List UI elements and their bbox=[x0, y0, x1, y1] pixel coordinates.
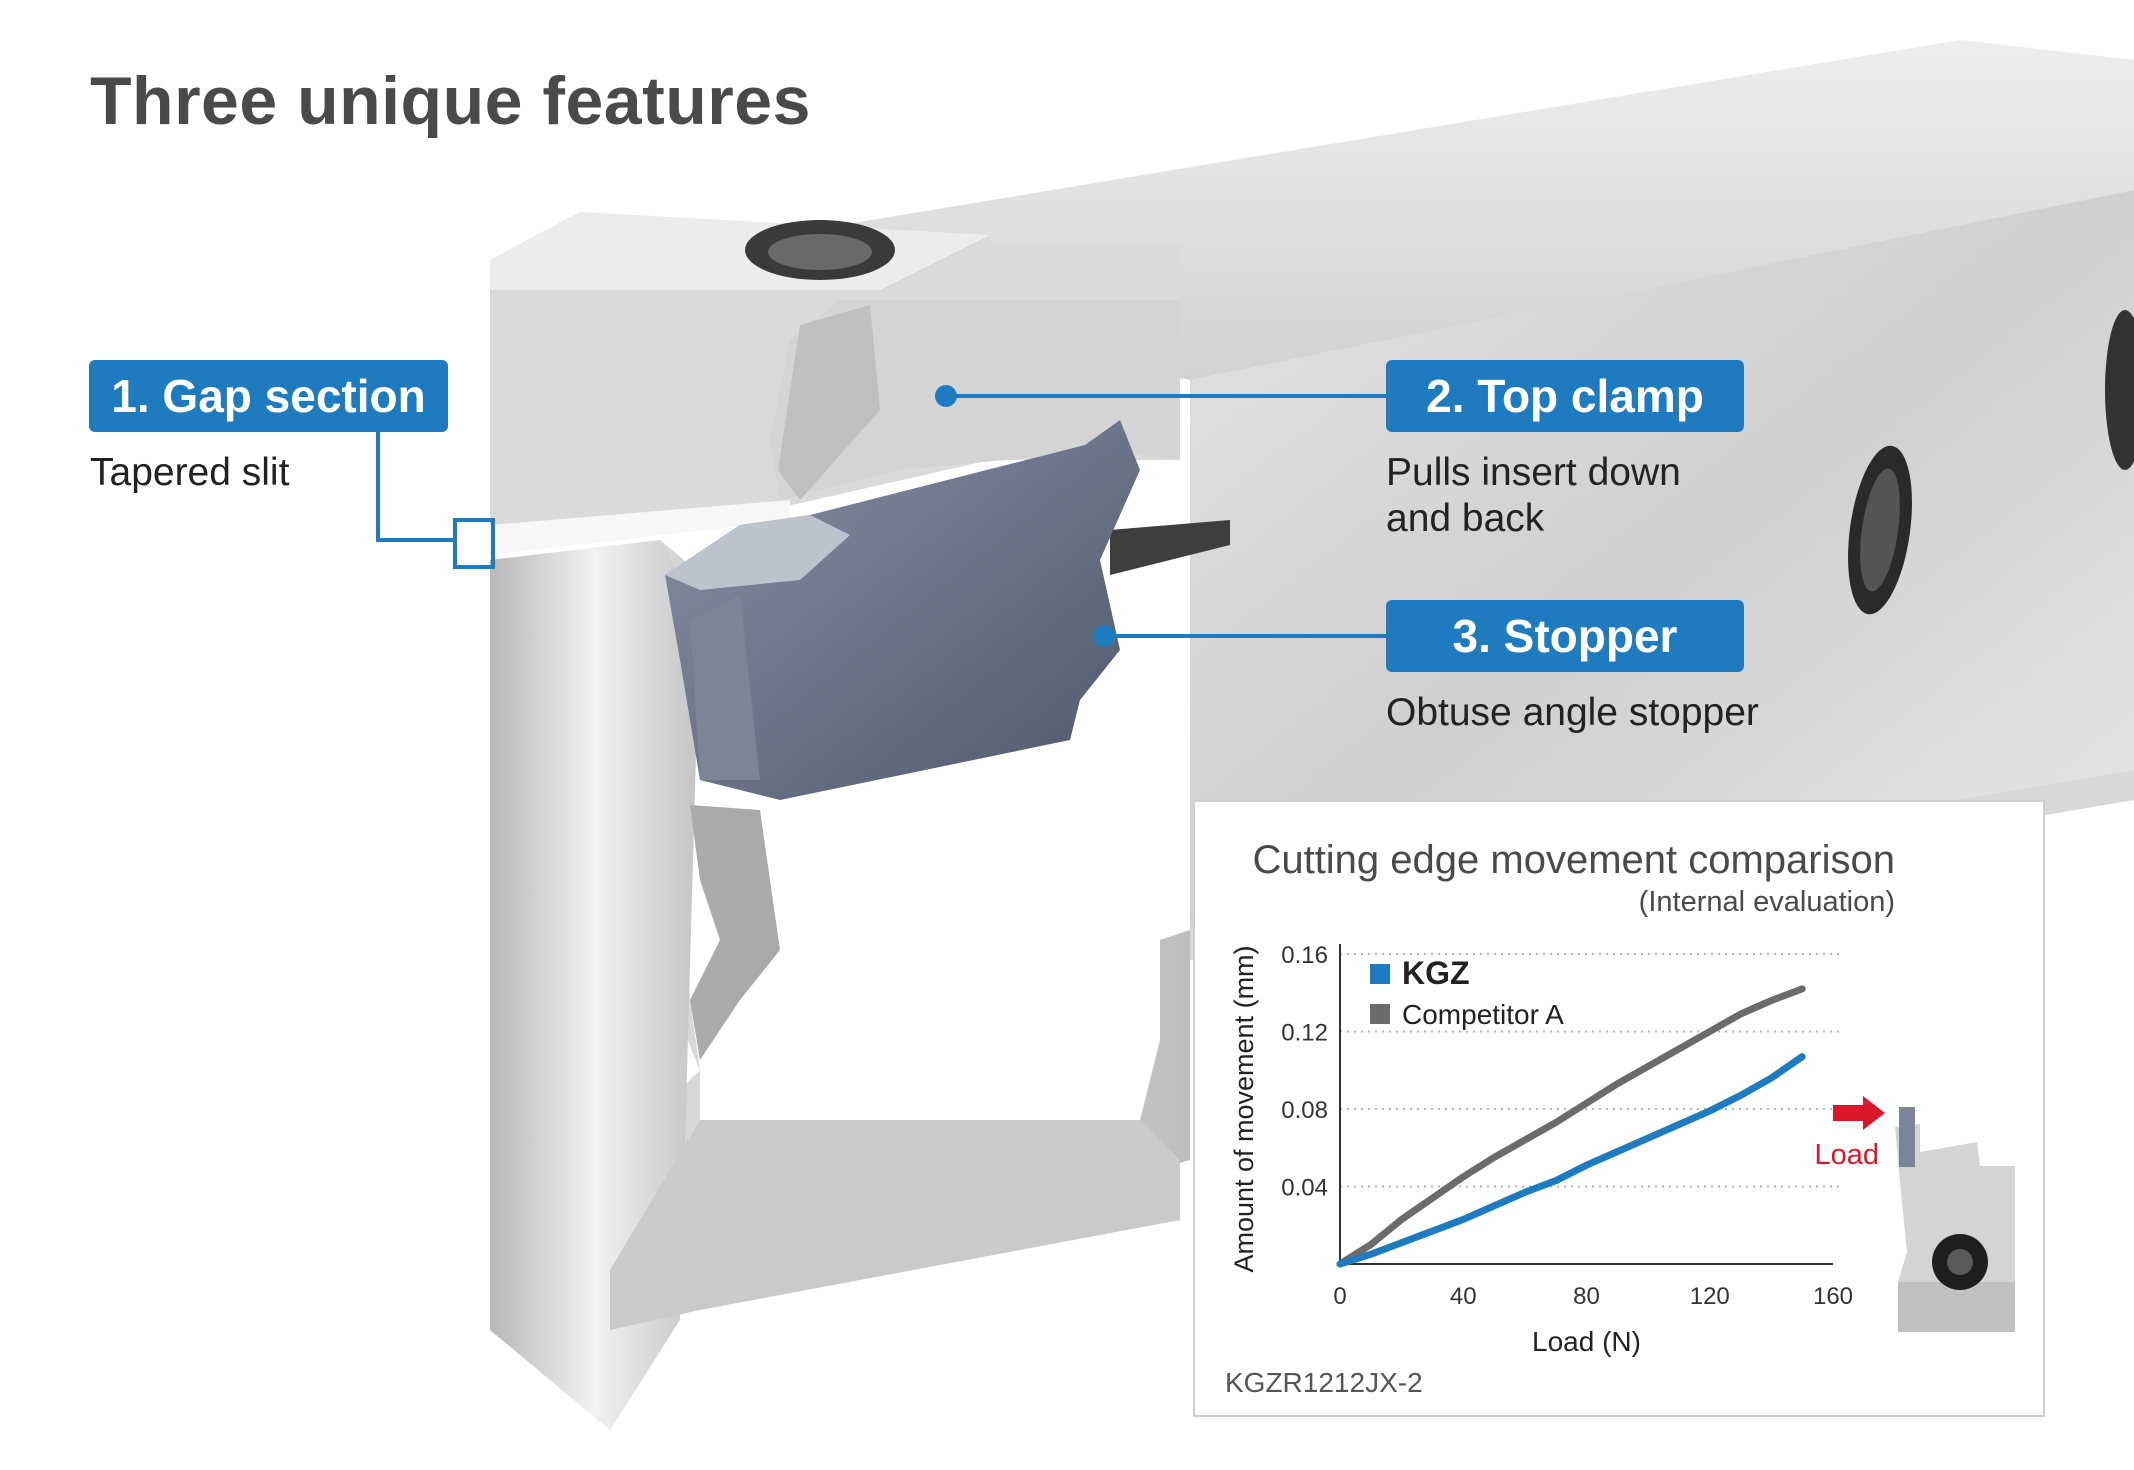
mini-holder-body bbox=[1895, 1124, 2015, 1332]
legend-swatch bbox=[1370, 1004, 1390, 1024]
load-label: Load bbox=[1814, 1139, 1879, 1171]
x-tick-label: 80 bbox=[1573, 1283, 1600, 1310]
mini-holder-base bbox=[1898, 1282, 2015, 1332]
series-line-competitor-a bbox=[1336, 985, 1806, 1268]
mini-insert bbox=[1899, 1107, 1915, 1167]
stopper-description: Obtuse angle stopper bbox=[1386, 691, 1759, 734]
top-clamp-description-line1: Pulls insert down bbox=[1386, 451, 1681, 494]
x-tick-label: 40 bbox=[1450, 1283, 1477, 1310]
chart-subtitle: (Internal evaluation) bbox=[1638, 886, 1895, 918]
y-tick-label: 0.12 bbox=[1281, 1020, 1328, 1047]
callout-stopper: 3. Stopper bbox=[1386, 600, 1744, 672]
y-axis-label: Amount of movement (mm) bbox=[1229, 945, 1259, 1272]
top-clamp-description: Pulls insert down and back bbox=[1386, 450, 1681, 542]
load-arrow-icon bbox=[1833, 1096, 1885, 1130]
x-axis-label: Load (N) bbox=[1532, 1326, 1641, 1357]
y-tick-label: 0.16 bbox=[1281, 942, 1328, 969]
comparison-panel: Cutting edge movement comparison (Intern… bbox=[1193, 800, 2045, 1417]
page-title: Three unique features bbox=[90, 63, 811, 139]
callout-top-clamp: 2. Top clamp bbox=[1386, 360, 1744, 432]
legend-swatch bbox=[1370, 964, 1390, 984]
x-tick-label: 0 bbox=[1333, 1283, 1346, 1310]
model-number: KGZR1212JX-2 bbox=[1225, 1367, 1423, 1398]
x-tick-label: 120 bbox=[1690, 1283, 1730, 1310]
y-tick-label: 0.04 bbox=[1281, 1175, 1328, 1202]
y-tick-label: 0.08 bbox=[1281, 1097, 1328, 1124]
legend-label: KGZ bbox=[1402, 955, 1470, 991]
x-tick-label: 160 bbox=[1813, 1283, 1853, 1310]
gap-section-description: Tapered slit bbox=[90, 451, 290, 494]
chart-title: Cutting edge movement comparison bbox=[1252, 838, 1895, 882]
top-clamp-description-line2: and back bbox=[1386, 497, 1545, 540]
legend-label: Competitor A bbox=[1402, 999, 1564, 1030]
series-line-kgz bbox=[1336, 1053, 1806, 1268]
callout-gap-section: 1. Gap section bbox=[89, 360, 448, 432]
mini-screw-center bbox=[1947, 1249, 1973, 1275]
